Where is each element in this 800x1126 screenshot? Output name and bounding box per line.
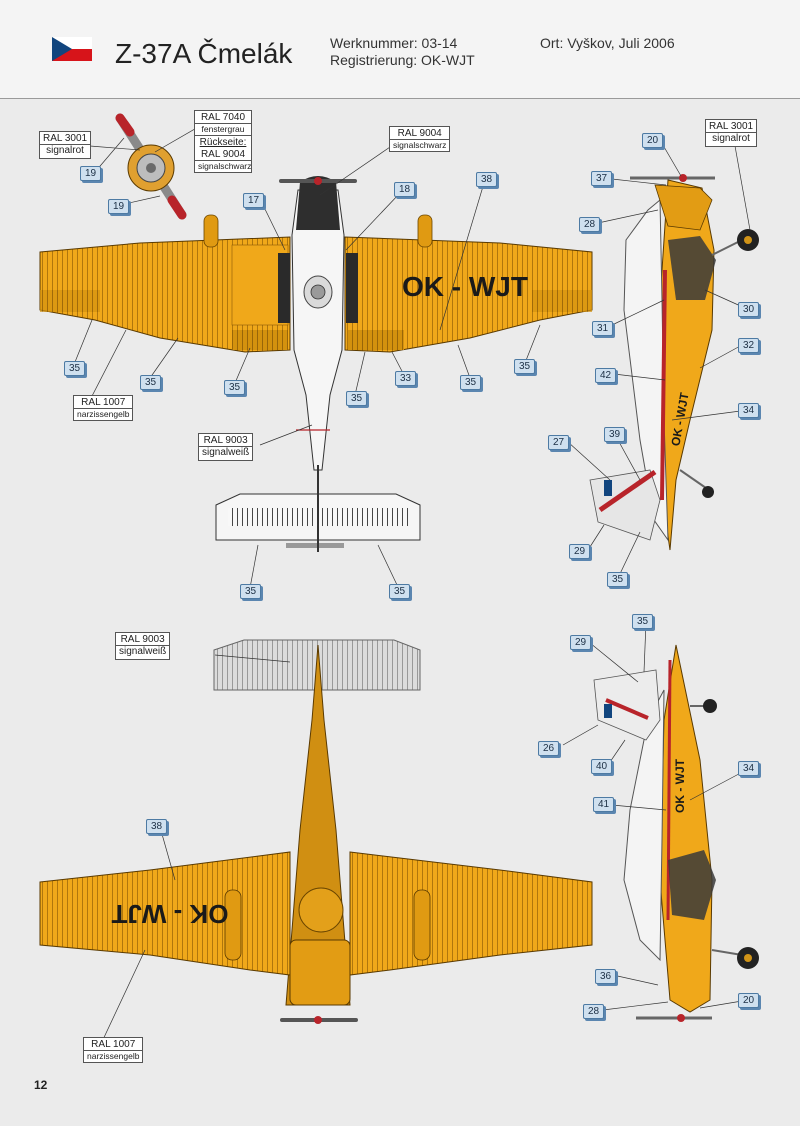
callout-badge: 35 <box>460 375 481 390</box>
top-view: OK - WJT <box>39 113 593 552</box>
callout-badge: 34 <box>738 403 759 418</box>
top-registration: OK - WJT <box>402 271 528 302</box>
callout-badge: 19 <box>80 166 101 181</box>
callout-badge: 26 <box>538 741 559 756</box>
callout-badge: 30 <box>738 302 759 317</box>
callout-badge: 29 <box>570 635 591 650</box>
callout-badge: 31 <box>592 321 613 336</box>
propeller-detail <box>115 113 187 220</box>
top-wing-right <box>344 236 593 353</box>
callout-badge: 38 <box>146 819 167 834</box>
ral-3001-label-side: RAL 3001 signalrot <box>705 119 758 147</box>
callout-badge: 32 <box>738 338 759 353</box>
callout-badge: 19 <box>108 199 129 214</box>
callout-badge: 27 <box>548 435 569 450</box>
callout-badge: 35 <box>389 584 410 599</box>
callout-badge: 35 <box>514 359 535 374</box>
callout-badge: 20 <box>738 993 759 1008</box>
callout-badge: 18 <box>394 182 415 197</box>
page-title: Z-37A Čmelák <box>115 38 293 69</box>
callout-badge: 38 <box>476 172 497 187</box>
ral-7040-label: RAL 7040 fenstergrau Rückseite: RAL 9004… <box>194 110 252 173</box>
callout-badge: 35 <box>240 584 261 599</box>
side2-registration: OK - WJT <box>673 758 687 813</box>
callout-badge: 33 <box>395 371 416 386</box>
callout-badge: 37 <box>591 171 612 186</box>
leader-lines <box>74 125 751 1047</box>
ral-9003-label-top: RAL 9003 signalweiß <box>198 433 254 461</box>
callout-badge: 35 <box>346 391 367 406</box>
callout-badge: 17 <box>243 193 264 208</box>
bottom-registration: OK - WJT <box>111 899 228 929</box>
callout-badge: 35 <box>607 572 628 587</box>
header-bar: Z-37A Čmelák Werknummer: 03-14 Registrie… <box>0 0 800 99</box>
ral-9003-label-bottom: RAL 9003 signalweiß <box>115 632 171 660</box>
callout-badge: 39 <box>604 427 625 442</box>
callout-badge: 35 <box>64 361 85 376</box>
side-view-bottom: OK - WJT <box>593 644 759 1022</box>
callout-badge: 35 <box>224 380 245 395</box>
callout-badge: 41 <box>593 797 614 812</box>
callout-badge: 20 <box>642 133 663 148</box>
callout-badge: 29 <box>569 544 590 559</box>
callout-badge: 28 <box>579 217 600 232</box>
ral-1007-label-top: RAL 1007 narzissengelb <box>73 395 134 421</box>
top-wing-left <box>39 236 291 353</box>
callout-badge: 35 <box>140 375 161 390</box>
callout-badge: 36 <box>595 969 616 984</box>
ort: Ort: Vyškov, Juli 2006 <box>540 35 675 51</box>
page-number: 12 <box>34 1078 48 1092</box>
callout-badge: 28 <box>583 1004 604 1019</box>
czech-flag-icon <box>52 37 92 61</box>
ral-3001-label-top: RAL 3001 signalrot <box>39 131 92 159</box>
bottom-view: OK - WJT <box>39 639 593 1024</box>
callout-badge: 35 <box>632 614 653 629</box>
registrierung: Registrierung: OK-WJT <box>330 52 475 68</box>
werknummer: Werknummer: 03-14 <box>330 35 458 51</box>
ral-9004-label-nose: RAL 9004 signalschwarz <box>389 126 451 152</box>
callout-badge: 34 <box>738 761 759 776</box>
top-fuselage <box>291 189 345 471</box>
ral-1007-label-bottom: RAL 1007 narzissengelb <box>83 1037 144 1063</box>
callout-badge: 42 <box>595 368 616 383</box>
side-view-top: OK - WJT <box>589 174 759 551</box>
bottom-wing-right <box>349 851 593 976</box>
callout-badge: 40 <box>591 759 612 774</box>
